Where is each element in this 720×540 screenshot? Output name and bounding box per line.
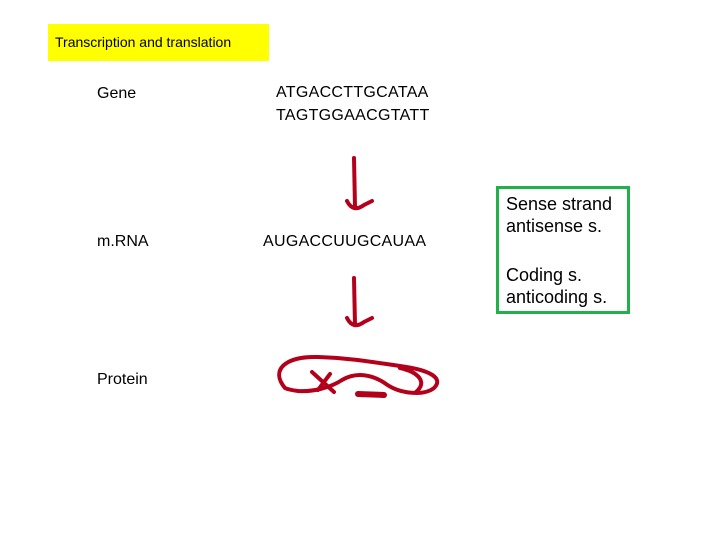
transcription-arrow-icon (345, 156, 374, 211)
strand-names-box: Sense strand antisense s. Coding s. anti… (496, 186, 630, 314)
mrna-sequence: AUGACCUUGCAUAA (263, 233, 427, 250)
coding-note: Coding s. (506, 265, 583, 285)
antisense-note: antisense s. (506, 216, 603, 236)
protein-scribble-icon (277, 354, 440, 398)
diagram-title: Transcription and translation (48, 24, 269, 61)
sense-strand-note: Sense strand (506, 194, 613, 214)
anticoding-note: anticoding s. (506, 287, 608, 307)
translation-arrow-icon (345, 276, 374, 328)
protein-label: Protein (97, 371, 148, 388)
mrna-label: m.RNA (97, 233, 149, 250)
gene-label: Gene (97, 85, 137, 102)
coding-strand-sequence: ATGACCTTGCATAA (276, 84, 429, 101)
template-strand-sequence: TAGTGGAACGTATT (276, 107, 430, 124)
